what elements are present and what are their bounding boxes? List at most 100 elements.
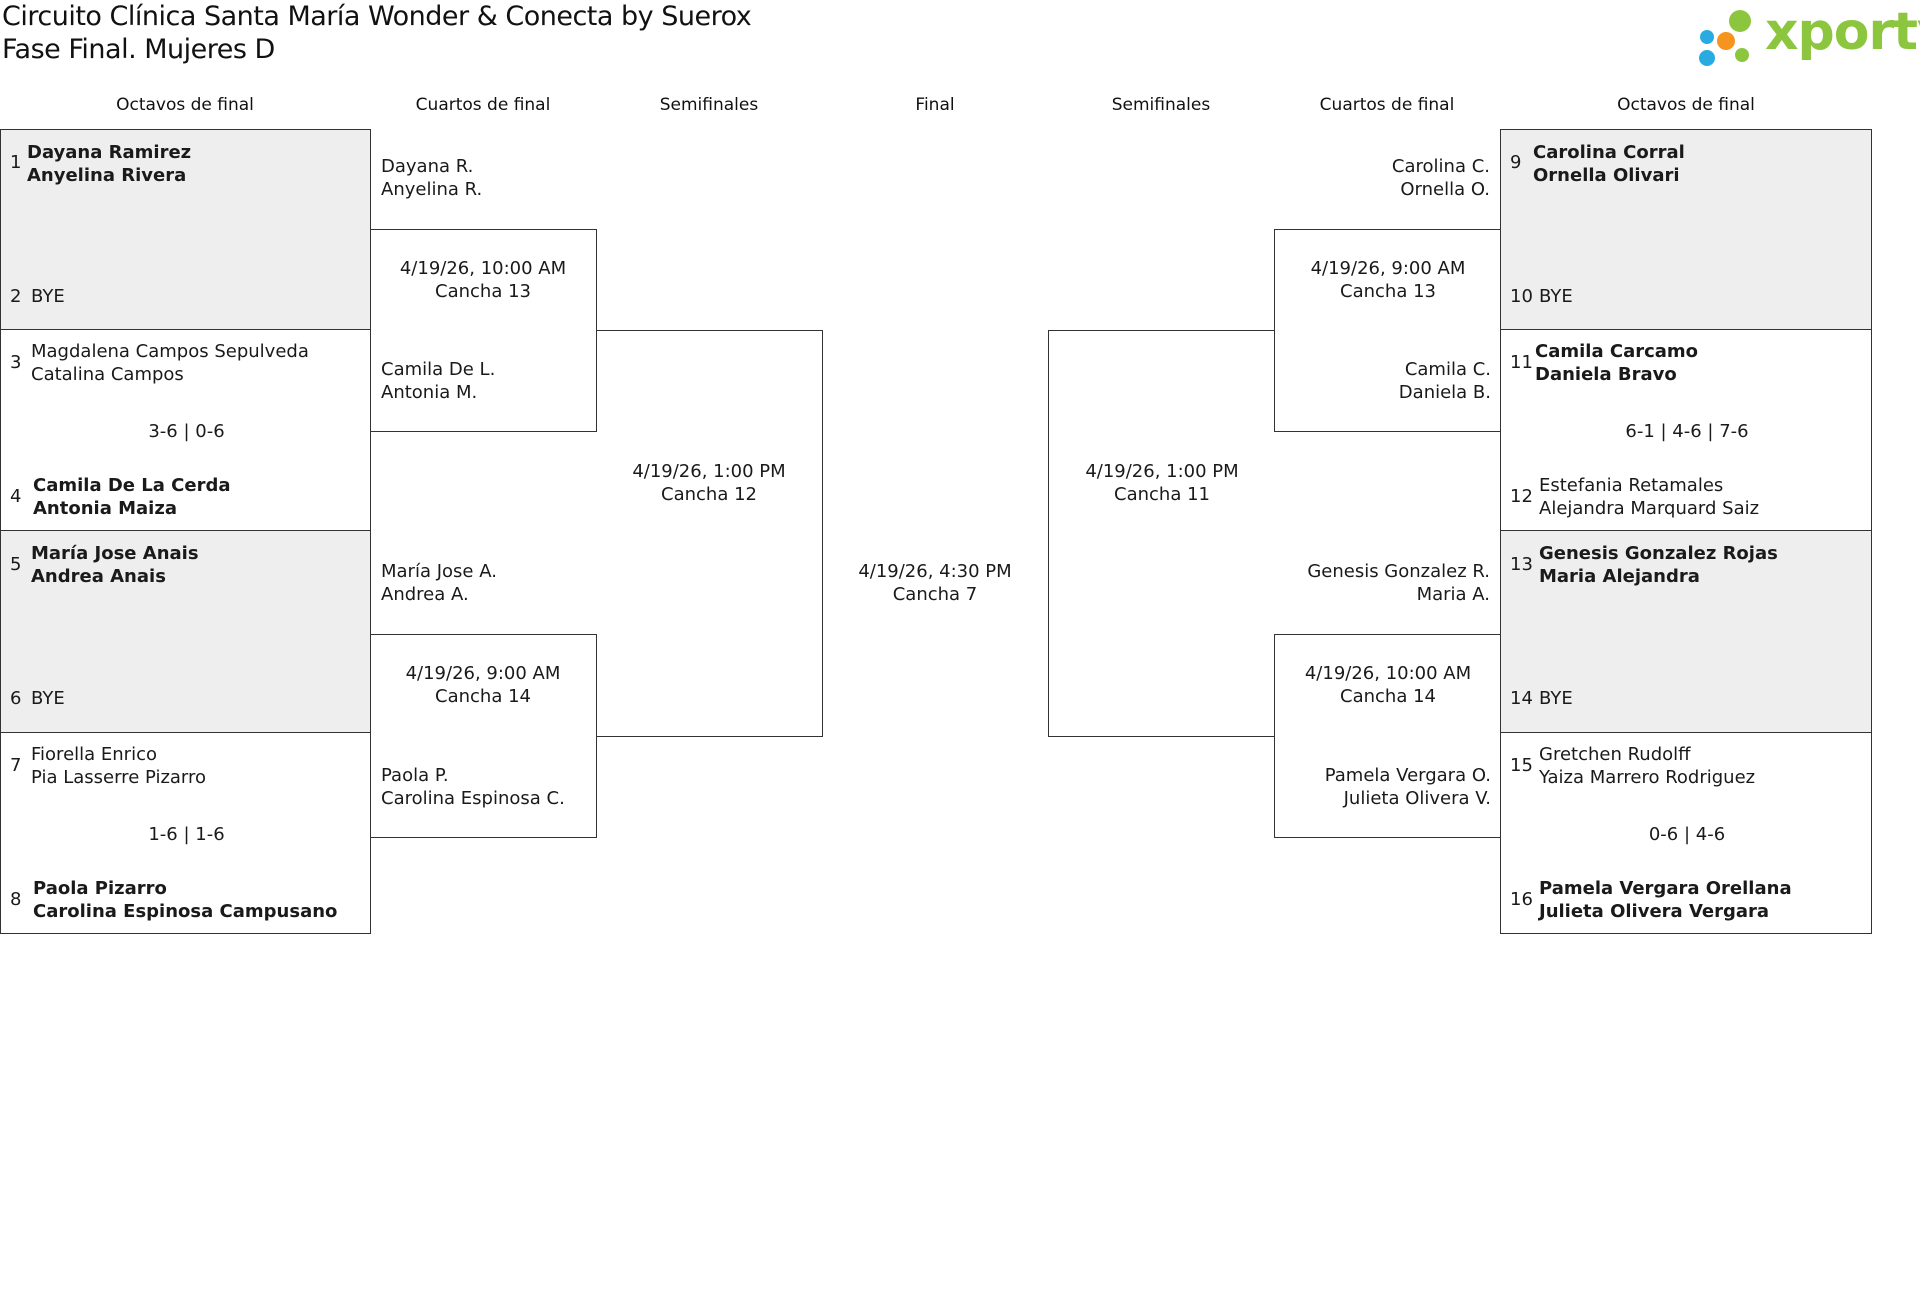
match-date: 4/19/26, 9:00 AM <box>405 663 561 684</box>
seed-number: 5 <box>10 554 22 575</box>
player-name: Catalina Campos <box>31 364 184 385</box>
tournament-title: Circuito Clínica Santa María Wonder & Co… <box>2 1 752 32</box>
seed-number: 2 <box>10 286 22 307</box>
logo-dot-green-2 <box>1735 48 1749 62</box>
qf-team: Carolina Espinosa C. <box>381 788 565 809</box>
match-box-left-3[interactable]: 5 María Jose Anais Andrea Anais 6 BYE <box>0 530 371 733</box>
qf-box-right-1[interactable]: 4/19/26, 9:00 AM Cancha 13 Camila C. Dan… <box>1274 229 1501 432</box>
xporty-logo[interactable]: xporty <box>1695 2 1920 70</box>
seed-number: 1 <box>10 152 22 173</box>
seed-number: 3 <box>10 352 22 373</box>
player-name: Paola Pizarro <box>33 878 167 899</box>
player-name: Ornella Olivari <box>1533 165 1680 186</box>
match-box-right-1[interactable]: 9 Carolina Corral Ornella Olivari 10 BYE <box>1500 129 1872 330</box>
match-box-left-1[interactable]: 1 Dayana Ramirez Anyelina Rivera 2 BYE <box>0 129 371 330</box>
match-score: 3-6 | 0-6 <box>148 421 225 442</box>
match-box-right-2[interactable]: 11 Camila Carcamo Daniela Bravo 6-1 | 4-… <box>1500 329 1872 531</box>
seed-number: 4 <box>10 486 22 507</box>
match-date: 4/19/26, 10:00 AM <box>1304 663 1472 684</box>
col-header-final: Final <box>915 95 955 115</box>
player-name: Maria Alejandra <box>1539 566 1700 587</box>
match-date: 4/19/26, 9:00 AM <box>1310 258 1466 279</box>
player-name: Magdalena Campos Sepulveda <box>31 341 309 362</box>
player-name: Estefania Retamales <box>1539 475 1724 496</box>
logo-text: xporty <box>1765 2 1920 62</box>
match-court: Cancha 13 <box>1340 281 1436 302</box>
qf-team: Ornella O. <box>1400 179 1490 200</box>
tournament-subtitle: Fase Final. Mujeres D <box>2 34 275 65</box>
seed-number: 12 <box>1510 486 1533 507</box>
logo-dot-orange <box>1717 32 1735 50</box>
qf-team: Camila De L. <box>381 359 496 380</box>
col-header-right-sf: Semifinales <box>1111 95 1211 115</box>
player-name: Anyelina Rivera <box>27 165 187 186</box>
player-name: Andrea Anais <box>31 566 166 587</box>
player-name: Carolina Corral <box>1533 142 1685 163</box>
seed-number: 15 <box>1510 755 1533 776</box>
player-name: BYE <box>31 688 65 709</box>
player-name: Yaiza Marrero Rodriguez <box>1539 767 1756 788</box>
sf-box-left[interactable]: 4/19/26, 1:00 PM Cancha 12 <box>596 330 823 737</box>
qf-team: Antonia M. <box>381 382 478 403</box>
final-match[interactable]: 4/19/26, 4:30 PM Cancha 7 <box>822 558 1048 608</box>
player-name: Antonia Maiza <box>33 498 177 519</box>
match-box-right-3[interactable]: 13 Genesis Gonzalez Rojas Maria Alejandr… <box>1500 530 1872 733</box>
match-score: 0-6 | 4-6 <box>1648 824 1726 845</box>
qf-team: Carolina C. <box>1391 156 1490 177</box>
qf-team: Pamela Vergara O. <box>1324 765 1491 786</box>
player-name: Fiorella Enrico <box>31 744 157 765</box>
player-name: María Jose Anais <box>31 543 199 564</box>
match-date: 4/19/26, 1:00 PM <box>1085 461 1239 482</box>
match-date: 4/19/26, 4:30 PM <box>858 561 1012 582</box>
player-name: Daniela Bravo <box>1535 364 1677 385</box>
match-box-right-4[interactable]: 15 Gretchen Rudolff Yaiza Marrero Rodrig… <box>1500 732 1872 934</box>
match-court: Cancha 7 <box>892 584 978 605</box>
col-header-left-sf: Semifinales <box>659 95 759 115</box>
match-box-left-4[interactable]: 7 Fiorella Enrico Pia Lasserre Pizarro 1… <box>0 732 371 934</box>
player-name: Carolina Espinosa Campusano <box>33 901 338 922</box>
qf-team: Paola P. <box>381 765 449 786</box>
qf-team: Anyelina R. <box>381 179 483 200</box>
player-name: BYE <box>1539 286 1573 307</box>
player-name: Pamela Vergara Orellana <box>1539 878 1792 899</box>
col-header-left-r16: Octavos de final <box>116 95 254 115</box>
qf-box-left-1[interactable]: 4/19/26, 10:00 AM Cancha 13 Camila De L.… <box>370 229 597 432</box>
qf-team: Maria A. <box>1416 584 1490 605</box>
col-header-left-qf: Cuartos de final <box>415 95 551 115</box>
seed-number: 10 <box>1510 286 1533 307</box>
qf-team: Daniela B. <box>1398 382 1491 403</box>
seed-number: 11 <box>1510 352 1533 373</box>
player-name: Genesis Gonzalez Rojas <box>1539 543 1778 564</box>
player-name: Dayana Ramirez <box>27 142 192 163</box>
player-name: Gretchen Rudolff <box>1539 744 1691 765</box>
seed-number: 8 <box>10 889 22 910</box>
player-name: Julieta Olivera Vergara <box>1539 901 1770 922</box>
match-court: Cancha 13 <box>435 281 531 302</box>
qf-team: Dayana R. <box>381 156 474 177</box>
seed-number: 7 <box>10 755 22 776</box>
logo-dot-blue <box>1700 30 1714 44</box>
match-court: Cancha 12 <box>661 484 757 505</box>
seed-number: 6 <box>10 688 22 709</box>
player-name: Alejandra Marquard Saiz <box>1539 498 1760 519</box>
col-header-right-r16: Octavos de final <box>1617 95 1755 115</box>
qf-team: Genesis Gonzalez R. <box>1307 561 1490 582</box>
sf-box-right[interactable]: 4/19/26, 1:00 PM Cancha 11 <box>1048 330 1275 737</box>
qf-box-left-2[interactable]: 4/19/26, 9:00 AM Cancha 14 Paola P. Caro… <box>370 634 597 838</box>
match-date: 4/19/26, 1:00 PM <box>632 461 786 482</box>
player-name: Camila Carcamo <box>1535 341 1699 362</box>
match-court: Cancha 11 <box>1114 484 1210 505</box>
match-score: 1-6 | 1-6 <box>148 824 225 845</box>
match-date: 4/19/26, 10:00 AM <box>399 258 567 279</box>
qf-box-right-2[interactable]: 4/19/26, 10:00 AM Cancha 14 Pamela Verga… <box>1274 634 1501 838</box>
qf-team: Andrea A. <box>381 584 469 605</box>
seed-number: 13 <box>1510 554 1533 575</box>
logo-dot-blue-2 <box>1699 50 1715 66</box>
player-name: BYE <box>1539 688 1573 709</box>
col-header-right-qf: Cuartos de final <box>1319 95 1455 115</box>
match-box-left-2[interactable]: 3 Magdalena Campos Sepulveda Catalina Ca… <box>0 329 371 531</box>
seed-number: 9 <box>1510 152 1522 173</box>
qf-team: Camila C. <box>1404 359 1491 380</box>
match-score: 6-1 | 4-6 | 7-6 <box>1625 421 1749 442</box>
qf-team: Julieta Olivera V. <box>1343 788 1491 809</box>
